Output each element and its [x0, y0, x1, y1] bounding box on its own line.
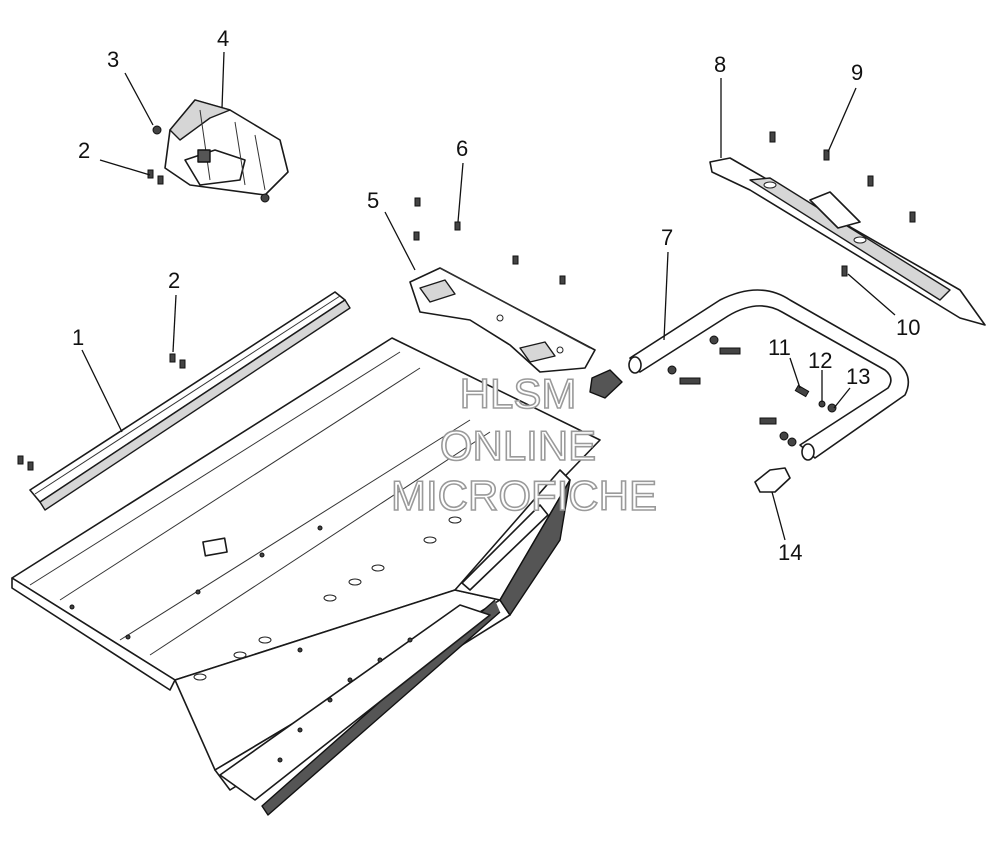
callout-10: 10 — [896, 315, 920, 340]
leader-lines — [81, 51, 896, 541]
screws-part-9-10 — [769, 131, 916, 277]
callout-6: 6 — [456, 136, 468, 161]
grab-bar-part-7 — [628, 289, 910, 461]
callout-12: 12 — [808, 348, 832, 373]
flap-part-8 — [709, 157, 986, 326]
latch-block — [589, 369, 623, 399]
rail-part-1 — [29, 291, 351, 511]
callout-5: 5 — [367, 188, 379, 213]
callout-9: 9 — [851, 60, 863, 85]
callout-3: 3 — [107, 47, 119, 72]
watermark-line-1: HLSM — [460, 370, 577, 417]
callout-2-upper: 2 — [78, 138, 90, 163]
floor-holes — [69, 516, 462, 763]
callout-7: 7 — [661, 225, 673, 250]
watermark: HLSM ONLINE MICROFICHE — [390, 369, 658, 520]
callout-11: 11 — [768, 335, 791, 360]
callout-1: 1 — [72, 325, 84, 350]
watermark-line-2: ONLINE — [440, 422, 596, 469]
callout-8: 8 — [714, 52, 726, 77]
tunnel-assembly — [11, 337, 601, 816]
screws-part-6 — [413, 197, 566, 285]
callout-4: 4 — [217, 26, 229, 51]
end-cap-part-14 — [754, 467, 791, 493]
bracket-part-5 — [409, 267, 596, 373]
fasteners-part-2-3-upper — [147, 125, 270, 203]
callout-2-lower: 2 — [168, 268, 180, 293]
screws-part-2-lower — [17, 353, 186, 471]
callout-14: 14 — [778, 540, 802, 565]
watermark-line-3: MICROFICHE — [391, 472, 657, 519]
cover-part-4 — [164, 99, 289, 196]
callout-13: 13 — [846, 364, 870, 389]
hardware-part-11-13 — [667, 335, 837, 447]
callout-labels: 1 2 2 3 4 5 6 7 8 9 10 11 12 13 14 — [72, 26, 920, 565]
